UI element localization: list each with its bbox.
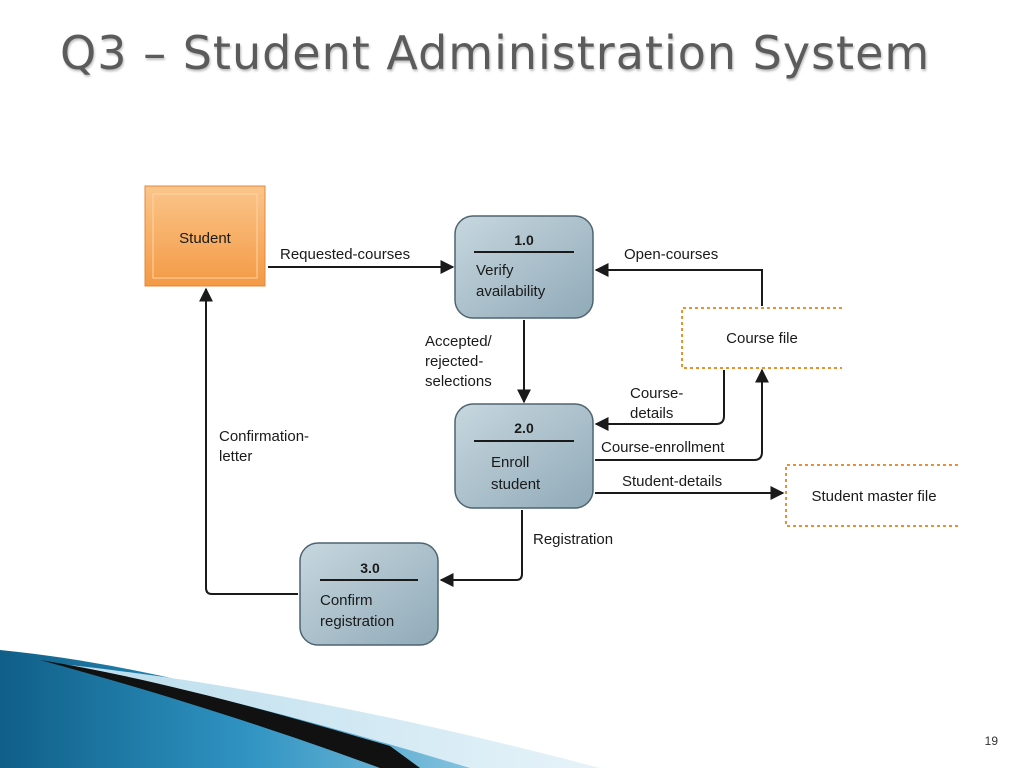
process-2-box xyxy=(454,403,594,509)
flow-course-details-label-1: Course- xyxy=(630,385,683,402)
entity-student-label: Student xyxy=(179,230,232,247)
flow-course-details-label-2: details xyxy=(630,405,673,422)
process-1-box xyxy=(454,215,594,319)
process-1: 1.0 Verify availability xyxy=(454,215,594,319)
flow-confirmation-letter-label-2: letter xyxy=(219,448,252,465)
flow-accepted-rejected-label-3: selections xyxy=(425,373,492,390)
flow-open-courses xyxy=(594,263,763,306)
process-3-number: 3.0 xyxy=(360,560,380,576)
datastore-student-master-fill xyxy=(786,465,958,526)
process-2-label-line-1: Enroll xyxy=(491,454,529,471)
flow-registration xyxy=(439,510,523,587)
datastore-student-master-border xyxy=(785,464,958,527)
flow-accepted-rejected-label-1: Accepted/ xyxy=(425,333,493,350)
entity-student-bevel xyxy=(152,193,258,279)
process-1-number: 1.0 xyxy=(514,232,534,248)
flow-course-enrollment-label: Course-enrollment xyxy=(601,439,725,456)
swoosh-light xyxy=(60,664,600,768)
process-3-box xyxy=(299,542,439,646)
flow-course-details xyxy=(594,370,725,431)
slide-title: Q3 – Student Administration System xyxy=(60,26,931,80)
datastore-course-file-border xyxy=(681,307,842,369)
process-1-label-line-1: Verify xyxy=(476,262,514,279)
swoosh-black xyxy=(40,660,420,768)
process-2-label-line-2: student xyxy=(491,476,541,493)
decorative-swoosh xyxy=(0,650,600,768)
process-1-label-line-2: availability xyxy=(476,283,546,300)
datastore-course-file-label: Course file xyxy=(726,330,798,347)
flow-requested-courses-label: Requested-courses xyxy=(280,246,410,263)
process-2: 2.0 Enroll student xyxy=(454,403,594,509)
datastore-student-master-file: Student master file xyxy=(785,464,958,527)
process-3-label-line-2: registration xyxy=(320,613,394,630)
datastore-course-file: Course file xyxy=(681,307,842,369)
page-number: 19 xyxy=(984,734,998,748)
process-2-number: 2.0 xyxy=(514,420,534,436)
datastore-student-master-label: Student master file xyxy=(811,488,936,505)
flow-course-enrollment xyxy=(595,368,769,461)
datastore-course-file-fill xyxy=(682,308,842,368)
flow-accepted-rejected-label-2: rejected- xyxy=(425,353,483,370)
flow-confirmation-letter-label-1: Confirmation- xyxy=(219,428,309,445)
process-3: 3.0 Confirm registration xyxy=(299,542,439,646)
flow-registration-label: Registration xyxy=(533,531,613,548)
entity-student-box xyxy=(144,185,266,287)
entity-student: Student xyxy=(144,185,266,287)
process-3-label-line-1: Confirm xyxy=(320,592,373,609)
flow-confirmation-letter xyxy=(199,287,298,595)
flow-student-details-label: Student-details xyxy=(622,473,722,490)
flow-open-courses-label: Open-courses xyxy=(624,246,718,263)
